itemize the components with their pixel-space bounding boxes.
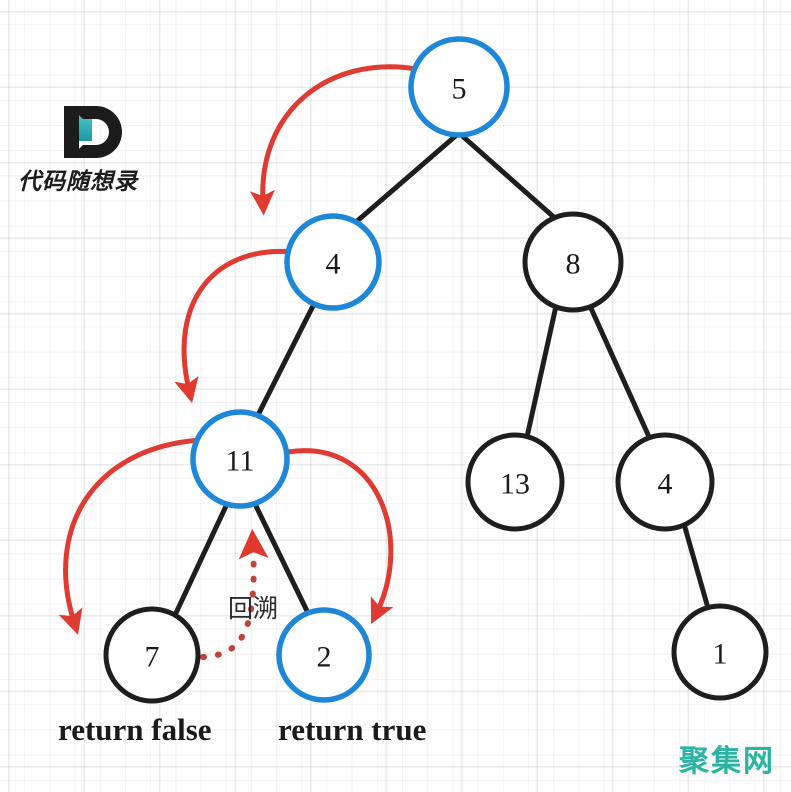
logo-d-icon <box>64 106 124 158</box>
tree-node-5[interactable]: 5 <box>408 36 510 138</box>
node-label: 4 <box>326 248 341 281</box>
brand-logo: 代码随想录 <box>18 106 188 201</box>
edge-11-2 <box>252 501 311 616</box>
edge-5-4 <box>353 130 462 225</box>
caption-return-true: return true <box>278 712 427 747</box>
tree-node-13[interactable]: 13 <box>465 432 565 532</box>
node-label: 1 <box>713 638 728 671</box>
watermark-text: 聚集网 <box>679 744 775 779</box>
edge-11-7 <box>173 501 230 616</box>
tree-node-1[interactable]: 1 <box>671 603 769 701</box>
traversal-arrow-4-to-11 <box>174 248 297 404</box>
edge-4-11 <box>255 301 317 418</box>
tree-node-4-right[interactable]: 4 <box>615 432 715 532</box>
traversal-arrow-11-to-2 <box>285 448 394 625</box>
backtrack-label: 回溯 <box>228 594 279 623</box>
node-label: 11 <box>226 445 255 478</box>
caption-return-false: return false <box>58 712 212 747</box>
edge-4-1 <box>681 521 711 611</box>
tree-node-11[interactable]: 11 <box>190 409 290 509</box>
edge-8-4 <box>587 303 653 442</box>
tree-node-8[interactable]: 8 <box>522 211 624 313</box>
node-label: 4 <box>658 468 673 501</box>
logo-bowl-shape <box>70 106 122 158</box>
node-label: 13 <box>500 468 530 501</box>
node-label: 7 <box>145 641 160 674</box>
node-label: 5 <box>452 73 467 106</box>
tree-node-4-left[interactable]: 4 <box>284 213 382 311</box>
traversal-arrow-11-to-7 <box>58 437 203 635</box>
backtrack-dotted-path <box>200 528 269 660</box>
edge-5-8 <box>456 130 559 222</box>
edge-8-13 <box>524 303 559 440</box>
node-label: 8 <box>566 248 581 281</box>
node-label: 2 <box>317 641 332 674</box>
tree-node-2[interactable]: 2 <box>276 607 372 703</box>
tree-node-7[interactable]: 7 <box>103 606 201 704</box>
logo-text: 代码随想录 <box>18 169 138 195</box>
traversal-arrow-5-to-4 <box>249 64 419 216</box>
